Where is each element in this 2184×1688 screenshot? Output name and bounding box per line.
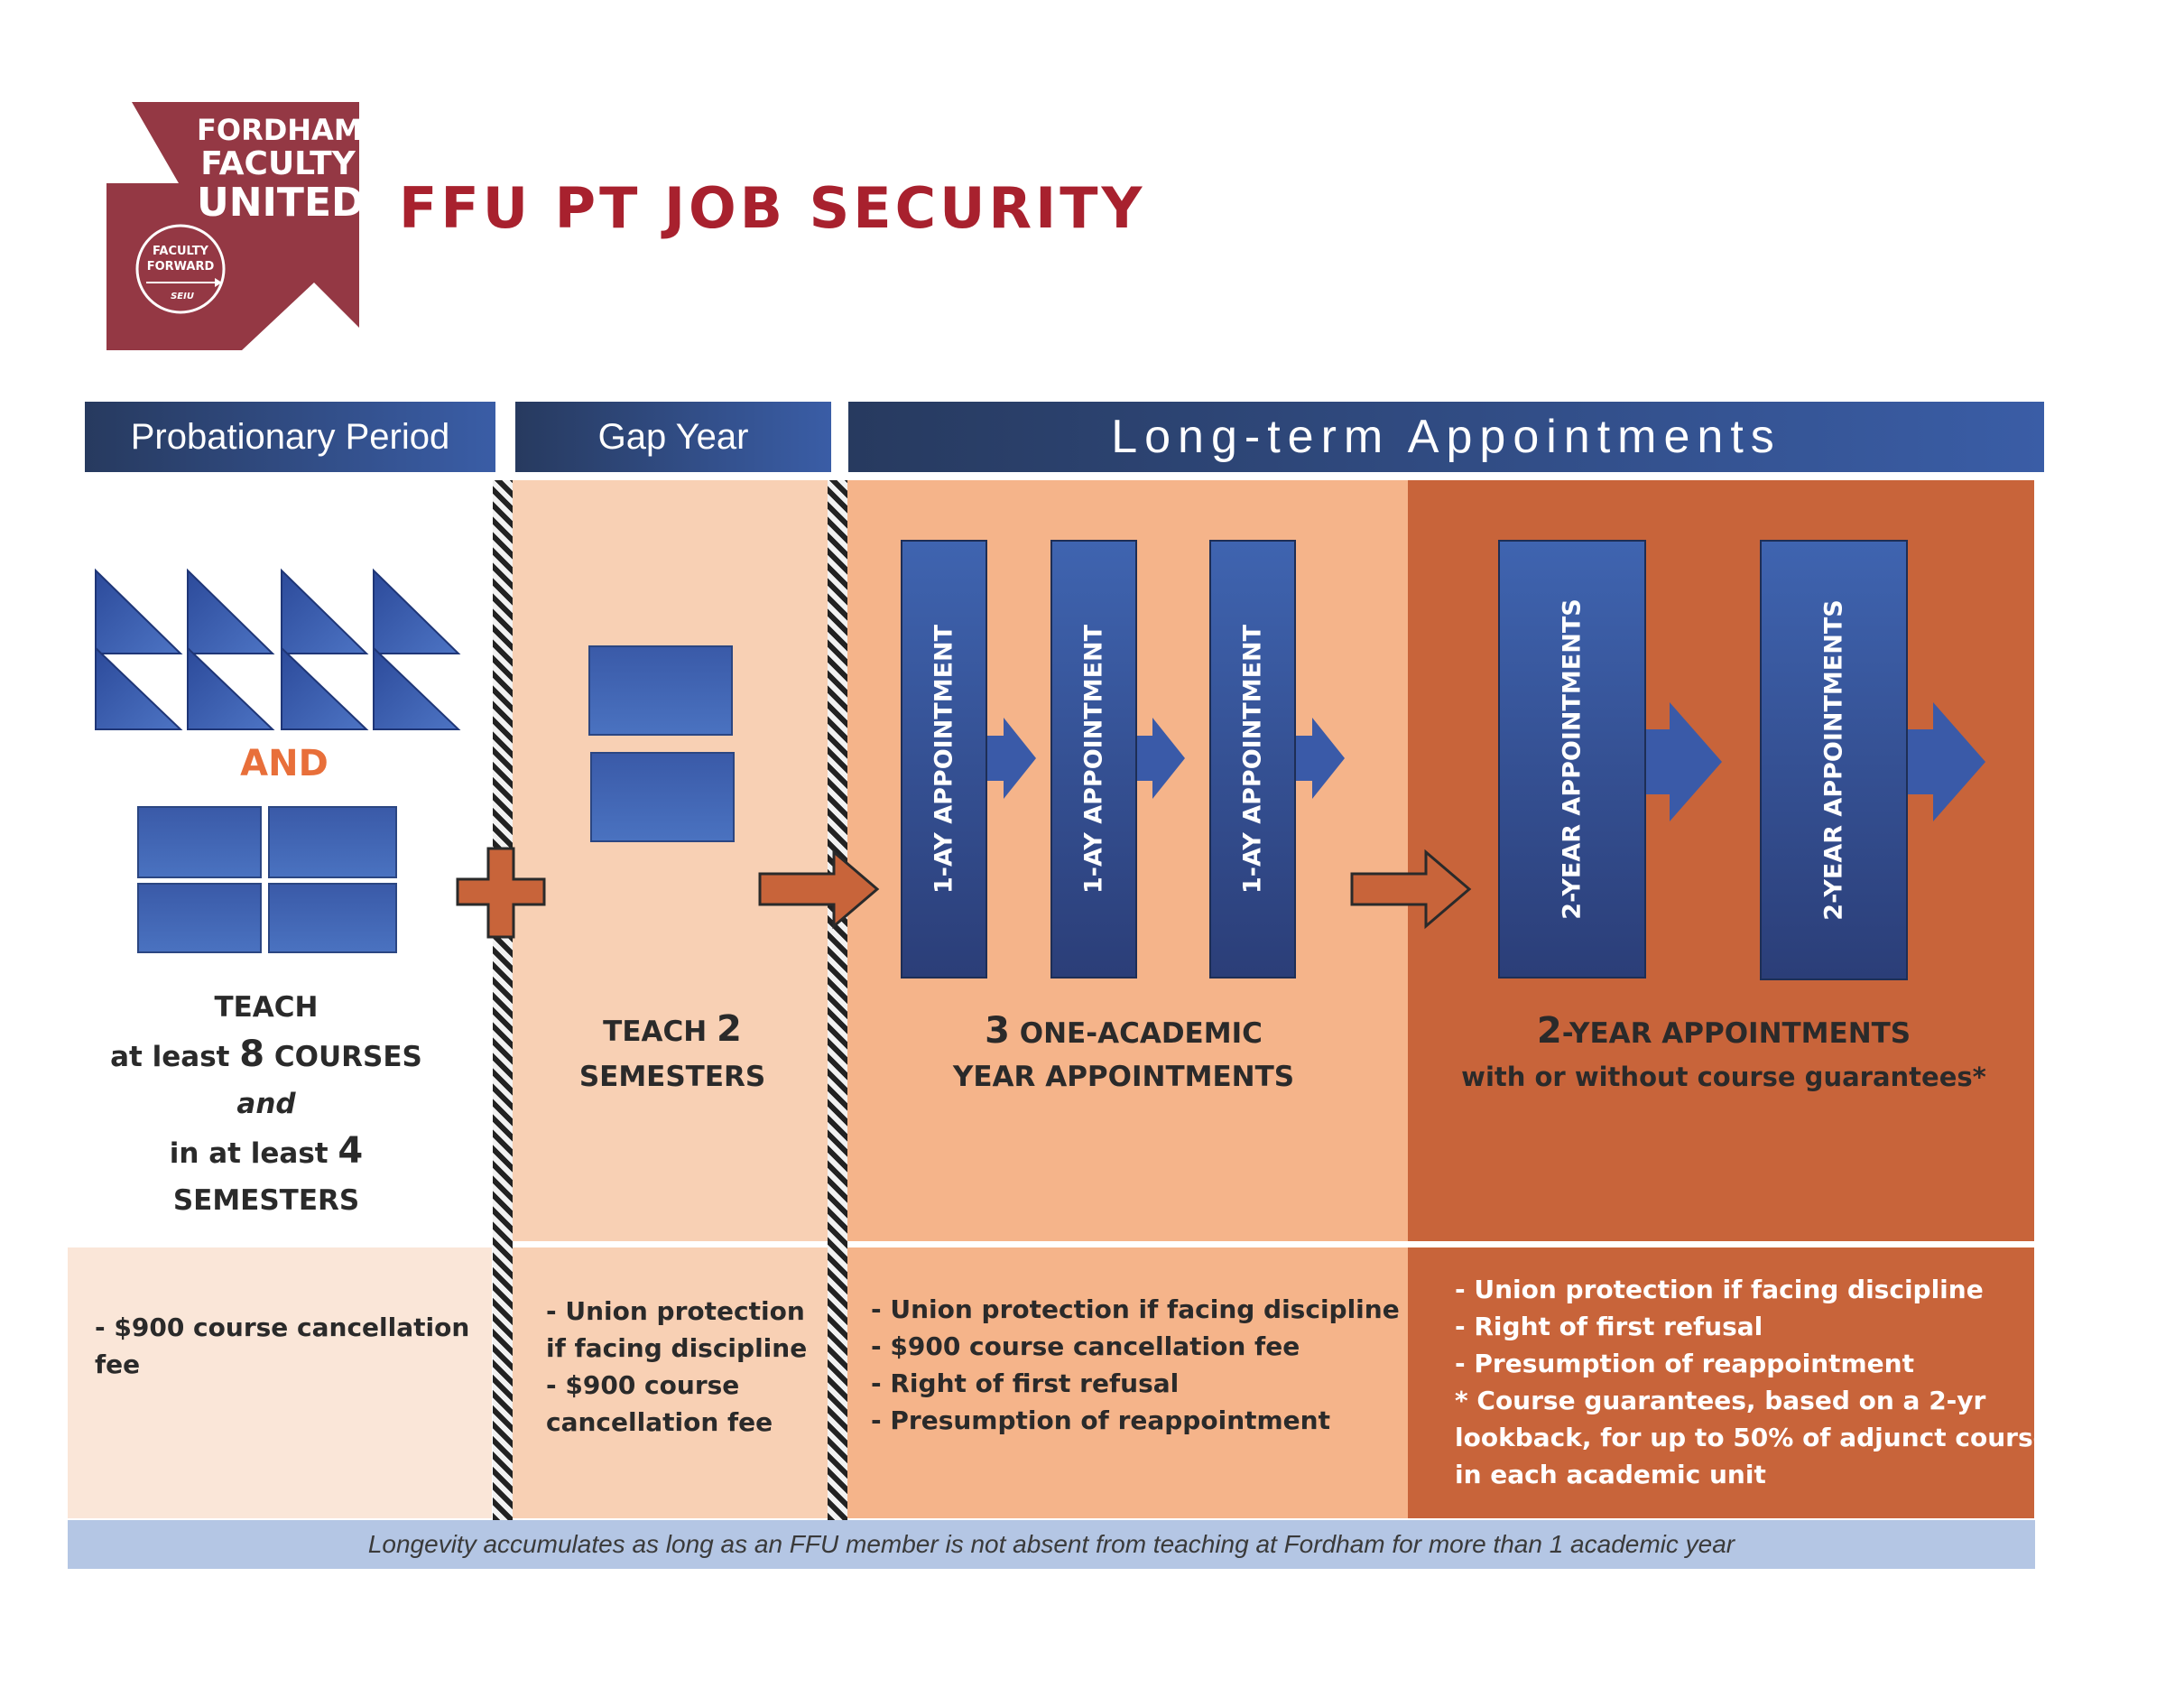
one-year-caption-line2: YEAR APPOINTMENTS [952,1061,1295,1093]
flow-arrow-icon [758,849,880,930]
chevron-right-icon [1633,702,1722,821]
benefit-item: * Course guarantees, based on a 2-yr [1455,1386,1986,1415]
one-year-benefits: - Union protection if facing discipline … [871,1291,1400,1439]
benefit-item: - $900 course cancellation fee [871,1331,1300,1361]
and-italic: and [236,1088,296,1120]
one-year-benefits-panel [844,1247,1408,1518]
two-year-benefits: - Union protection if facing discipline … [1455,1271,2065,1493]
and-label: AND [240,743,329,784]
gap-semesters-label: SEMESTERS [578,1061,766,1093]
header-long-term-appointments: Long-term Appointments [848,402,2044,472]
benefit-item: if facing discipline [546,1333,808,1363]
logo-union-mark: SEIU [171,292,194,301]
semesters-label: SEMESTERS [172,1184,360,1217]
header-probationary-period: Probationary Period [85,402,495,472]
appointment-label: 1-AY APPOINTMENT [930,624,958,895]
gap-year-panel [510,480,835,1241]
one-year-appointment-bar: 1-AY APPOINTMENT [901,540,987,978]
chevron-right-icon [984,718,1036,799]
logo-shape [106,102,359,350]
two-year-caption-line1: -YEAR APPOINTMENTS [1561,1017,1911,1050]
at-least-prefix: at least [110,1041,230,1073]
header-gap-year: Gap Year [515,402,831,472]
semester-block [137,806,262,878]
teach-label: TEACH [214,991,319,1024]
probationary-benefits-panel [68,1247,492,1518]
semesters-line: in at least 4 SEMESTERS [81,1127,451,1224]
benefit-item: fee [95,1349,141,1379]
semester-block [268,883,397,953]
benefit-item: cancellation fee [546,1407,773,1437]
semester-block [137,883,262,953]
two-year-caption-line2: with or without course guarantees* [1461,1062,1986,1092]
benefit-item: lookback, for up to 50% of adjunct cours… [1455,1423,2066,1452]
benefit-item: - Union protection if facing discipline [871,1294,1400,1324]
two-year-appointment-bar: 2-YEAR APPOINTMENTS [1760,540,1908,980]
longevity-note: Longevity accumulates as long as an FFU … [367,1530,1735,1558]
logo-badge-line2: FORWARD [146,260,215,274]
benefit-item: in each academic unit [1455,1460,1766,1489]
benefit-item: - Union protection if facing discipline [1455,1275,1984,1304]
gap-semester-block [590,752,735,842]
in-at-least-prefix: in at least [169,1137,329,1170]
benefit-item: - Right of first refusal [871,1368,1180,1398]
flow-arrow-icon [1350,849,1472,930]
two-year-appointment-bar: 2-YEAR APPOINTMENTS [1498,540,1646,978]
benefit-item: - Presumption of reappointment [871,1405,1330,1435]
courses-number: 8 [239,1034,265,1075]
logo-badge-line1: FACULTY [153,245,208,258]
appointment-label: 2-YEAR APPOINTMENTS [1819,599,1848,921]
divider-hatched-left [493,480,513,1520]
benefit-item: - Right of first refusal [1455,1312,1763,1341]
probationary-benefits: - $900 course cancellation fee [95,1309,469,1383]
divider-hatched-right [828,480,847,1520]
two-year-number: 2 [1536,1010,1562,1052]
probationary-caption: TEACH at least 8 COURSES and in at least… [81,984,451,1224]
one-year-appointment-bar: 1-AY APPOINTMENT [1209,540,1296,978]
gap-teach-label: TEACH [603,1016,708,1048]
benefit-item: - Union protection [546,1296,805,1326]
chevron-right-icon [1292,718,1345,799]
logo-name-line2: FACULTY [200,145,356,182]
gap-semester-block [588,645,733,736]
appointment-label: 1-AY APPOINTMENT [1079,624,1108,895]
fordham-faculty-united-logo: FORDHAM FACULTY UNITED FACULTY FORWARD S… [106,102,365,350]
logo-name-line3: UNITED [197,180,365,226]
logo-name-line1: FORDHAM [197,113,363,147]
page-title: FFU PT JOB SECURITY [399,175,1146,241]
semester-block [268,806,397,878]
plus-icon [456,847,546,939]
benefit-item: - $900 course cancellation [95,1312,470,1342]
longevity-footer: Longevity accumulates as long as an FFU … [68,1520,2035,1569]
course-triangles-icon [95,568,461,730]
courses-line: at least 8 COURSES [81,1031,451,1081]
appointment-label: 2-YEAR APPOINTMENTS [1558,598,1587,920]
one-year-number: 3 [985,1010,1010,1052]
benefit-item: - $900 course [546,1370,740,1400]
chevron-right-icon [1897,702,1985,821]
semesters-number: 4 [338,1130,364,1172]
chevron-right-icon [1133,718,1185,799]
two-year-caption: 2-YEAR APPOINTMENTS with or without cour… [1435,1009,2013,1099]
gap-benefits: - Union protection if facing discipline … [546,1293,807,1441]
one-year-caption: 3 ONE-ACADEMIC YEAR APPOINTMENTS [893,1009,1354,1099]
gap-number: 2 [716,1008,742,1050]
one-year-appointment-bar: 1-AY APPOINTMENT [1050,540,1137,978]
benefit-item: - Presumption of reappointment [1455,1349,1914,1378]
gap-year-benefits-panel [510,1247,835,1518]
two-year-benefits-panel [1408,1247,2034,1518]
gap-caption: TEACH 2 SEMESTERS [541,1006,803,1099]
courses-label: COURSES [273,1041,422,1073]
appointment-label: 1-AY APPOINTMENT [1238,624,1267,895]
one-year-caption-line1: ONE-ACADEMIC [1019,1017,1263,1050]
